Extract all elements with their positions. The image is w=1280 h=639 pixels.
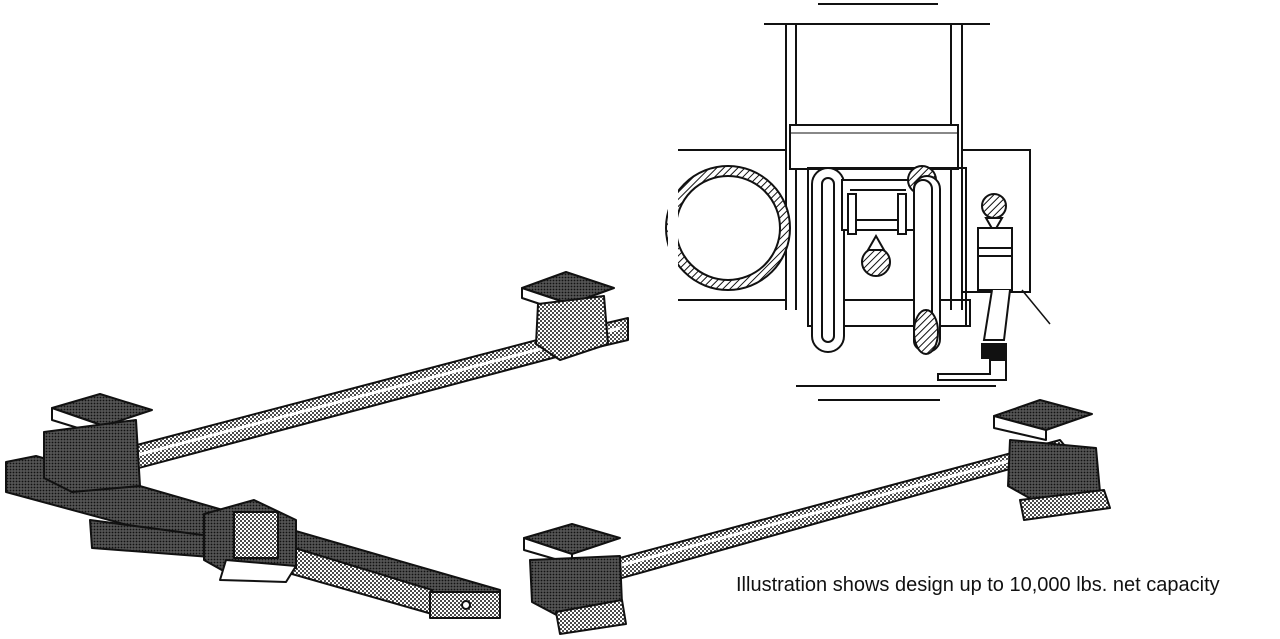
scale-lever-frame	[5, 271, 1111, 635]
load-pad-back-right	[521, 271, 615, 361]
pivot-bearing-detail	[665, 3, 1051, 401]
center-bearing-block	[203, 499, 297, 583]
figure-caption: Illustration shows design up to 10,000 l…	[736, 574, 1220, 596]
load-pad-front-center	[523, 523, 627, 635]
load-pad-back-left	[43, 393, 153, 493]
load-pad-front-right	[993, 399, 1111, 521]
right-lever-bar	[559, 439, 1071, 593]
